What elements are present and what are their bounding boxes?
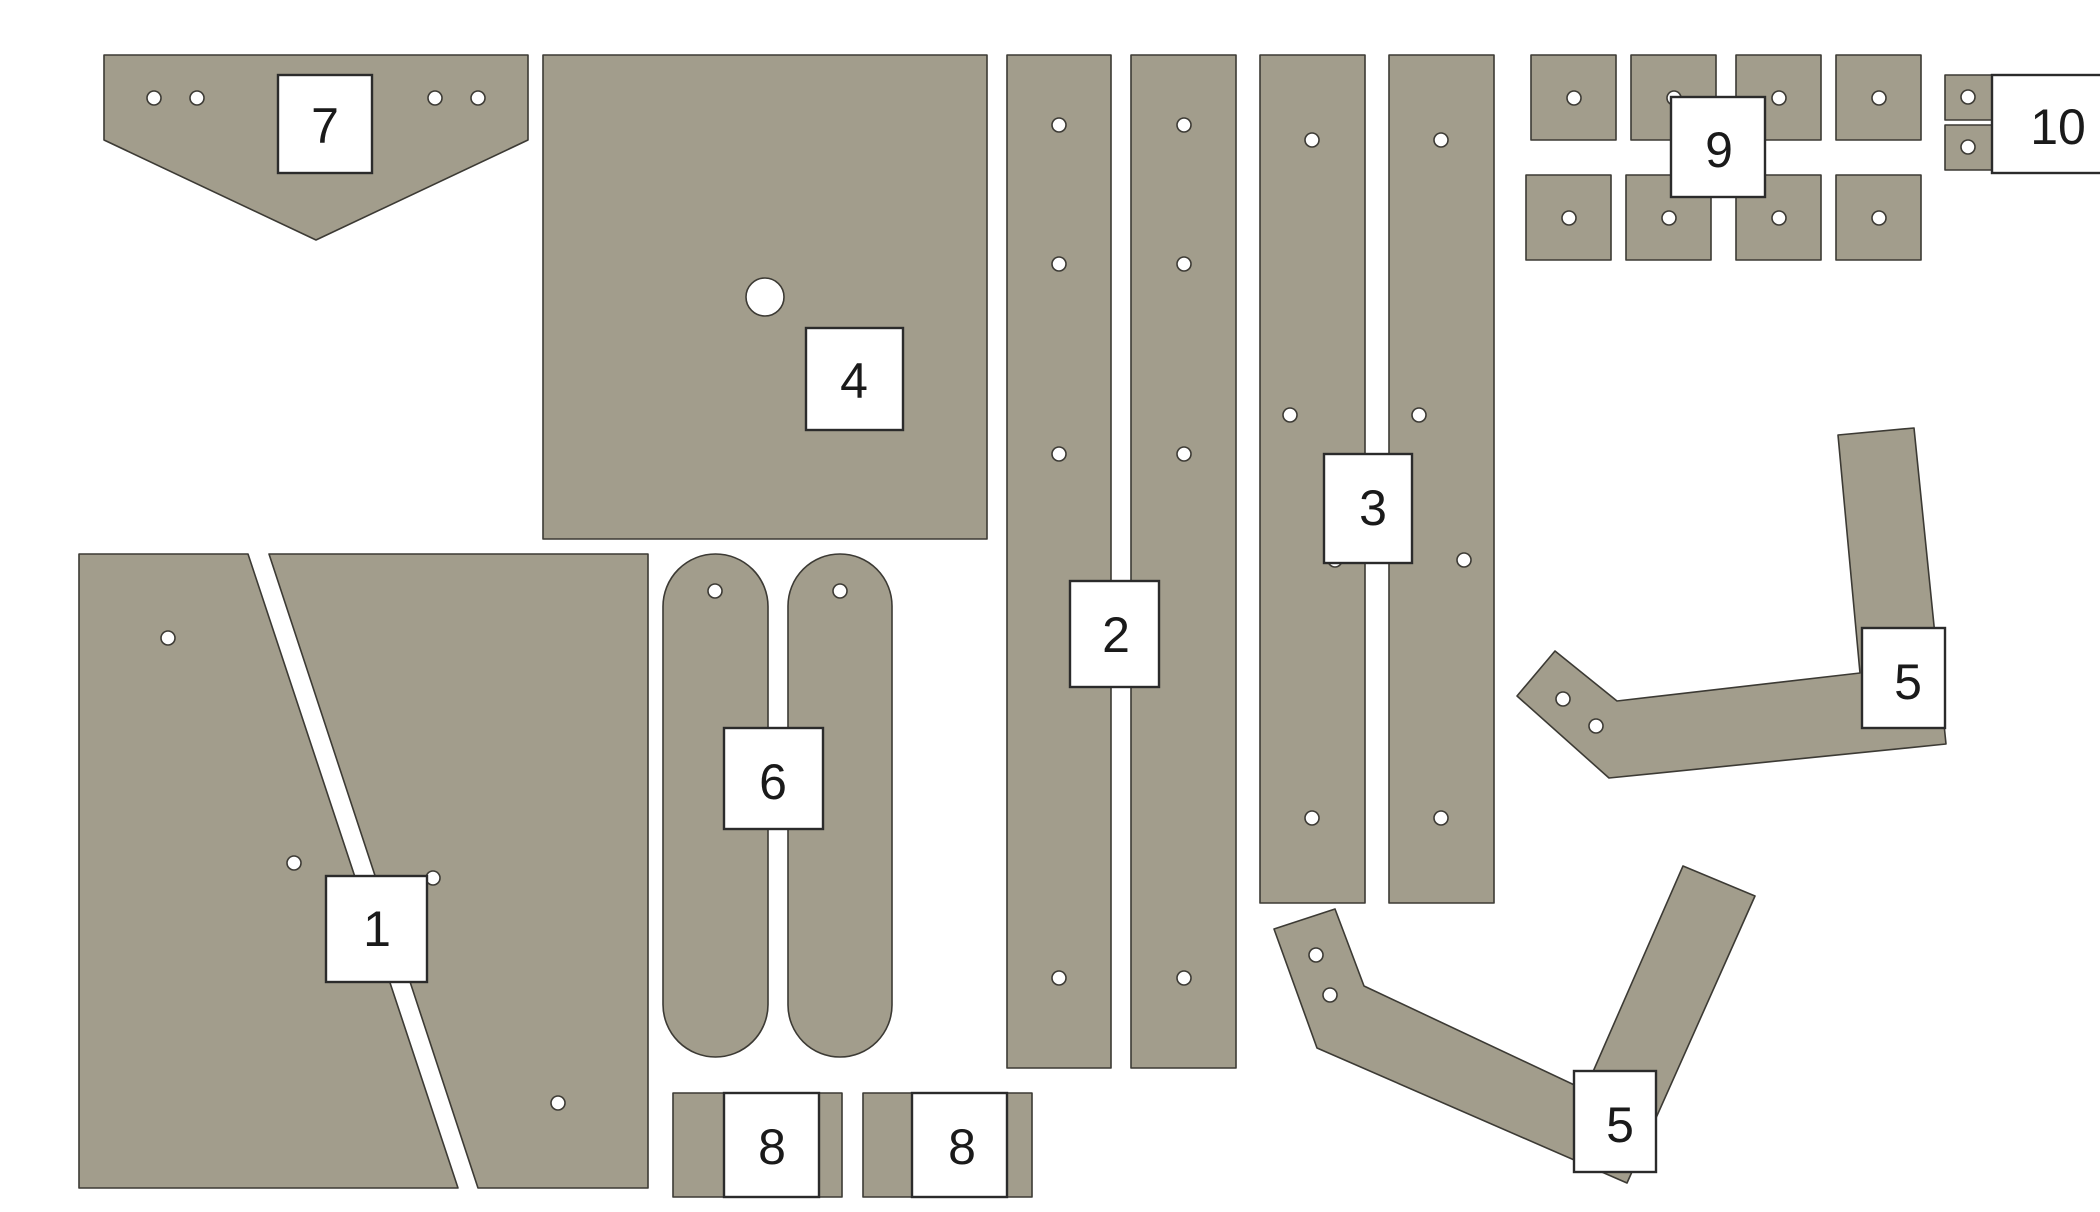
label-box: [324, 874, 429, 984]
label-box: [276, 73, 374, 175]
label-tag-5a: 5: [1860, 626, 1947, 730]
label-box: [1068, 579, 1161, 689]
label-tag-8a: 8: [722, 1091, 821, 1199]
label-tag-8b: 8: [910, 1091, 1009, 1199]
hole: [1308, 947, 1324, 963]
hole: [1322, 987, 1338, 1003]
hole: [1871, 90, 1887, 106]
part-2: [1006, 54, 1237, 1069]
hole: [1960, 139, 1976, 155]
label-tag-4: 4: [804, 326, 905, 432]
part-1: [78, 553, 649, 1189]
label-text: 2: [1102, 607, 1130, 663]
hole: [1661, 210, 1677, 226]
hole: [1555, 691, 1571, 707]
hole: [1566, 90, 1582, 106]
part-5-arm: [1516, 427, 1947, 779]
part-6: [662, 553, 893, 1058]
hole: [1456, 552, 1472, 568]
label-text: 4: [840, 353, 868, 409]
part-5-lower: [1273, 865, 1756, 1184]
hole: [832, 583, 848, 599]
label-text: 8: [948, 1119, 976, 1175]
label-box: [804, 326, 905, 432]
label-box: [1990, 73, 2100, 175]
hole: [1051, 970, 1067, 986]
hole: [427, 90, 443, 106]
hole: [1433, 810, 1449, 826]
label-text: 7: [311, 98, 339, 154]
label-box: [910, 1091, 1009, 1199]
label-text: 6: [759, 754, 787, 810]
label-box: [1572, 1069, 1658, 1174]
hole: [1304, 132, 1320, 148]
label-tag-5b: 5: [1572, 1069, 1658, 1174]
hole: [550, 1095, 566, 1111]
hole: [160, 630, 176, 646]
hole: [1176, 446, 1192, 462]
hole: [189, 90, 205, 106]
hole: [470, 90, 486, 106]
center-hole: [745, 277, 785, 317]
label-box: [1860, 626, 1947, 730]
part-1-panel-left: [78, 553, 459, 1189]
label-tag-9: 9: [1669, 95, 1767, 199]
label-text: 9: [1705, 122, 1733, 178]
hole: [1176, 256, 1192, 272]
hole: [1871, 210, 1887, 226]
label-tag-10: 10: [1990, 73, 2100, 175]
part-5-arm: [1273, 865, 1756, 1184]
label-tag-1: 1: [324, 874, 429, 984]
label-box: [722, 1091, 821, 1199]
hole: [1771, 90, 1787, 106]
hole: [146, 90, 162, 106]
label-text: 3: [1359, 480, 1387, 536]
hole: [707, 583, 723, 599]
part-2-strip: [1130, 54, 1237, 1069]
hole: [1411, 407, 1427, 423]
part-10-square: [1944, 74, 1994, 121]
hole: [1282, 407, 1298, 423]
hole: [1960, 89, 1976, 105]
hole: [286, 855, 302, 871]
label-box: [1322, 452, 1414, 565]
label-tag-2: 2: [1068, 579, 1161, 689]
label-text: 1: [363, 901, 391, 957]
hole: [1051, 446, 1067, 462]
label-tag-6: 6: [722, 726, 825, 831]
label-text: 8: [758, 1119, 786, 1175]
hole: [1176, 970, 1192, 986]
label-text: 10: [2030, 99, 2086, 155]
hole: [1561, 210, 1577, 226]
label-text: 5: [1894, 654, 1922, 710]
hole: [1433, 132, 1449, 148]
label-box: [1669, 95, 1767, 199]
label-tag-7: 7: [276, 73, 374, 175]
part-10: [1944, 74, 1994, 171]
part-4: [542, 54, 988, 540]
hole: [1051, 117, 1067, 133]
label-tag-3: 3: [1322, 452, 1414, 565]
label-box: [722, 726, 825, 831]
hole: [1176, 117, 1192, 133]
hole: [1771, 210, 1787, 226]
hole: [1588, 718, 1604, 734]
part-2-strip: [1006, 54, 1112, 1069]
hole: [1304, 810, 1320, 826]
label-text: 5: [1606, 1097, 1634, 1153]
hole: [1051, 256, 1067, 272]
part-5-upper: [1516, 427, 1947, 779]
